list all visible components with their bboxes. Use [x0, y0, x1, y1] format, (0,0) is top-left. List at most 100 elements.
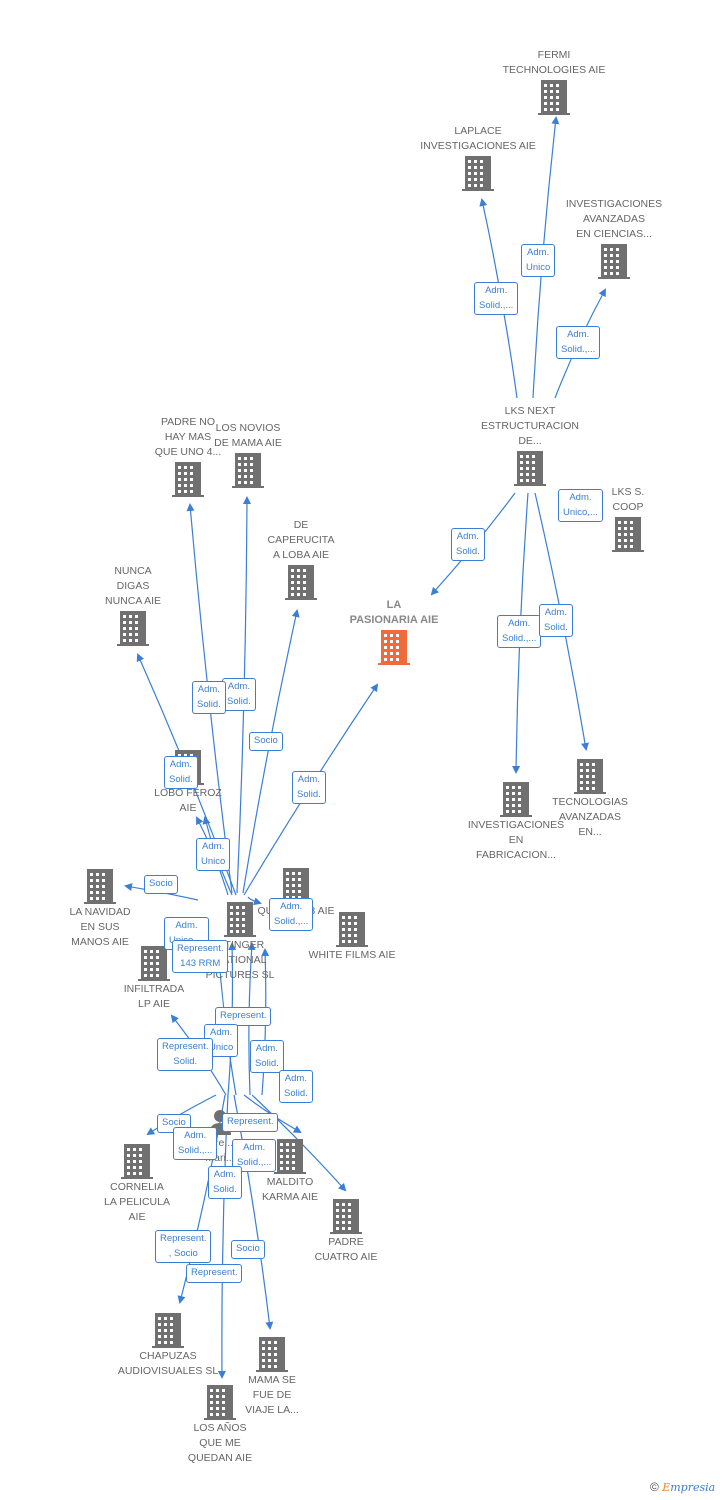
relation-label[interactable]: Represent.Solid.	[157, 1038, 214, 1071]
relation-label-line: Adm.	[485, 285, 508, 296]
node-label-line: INVESTIGACIONES AIE	[420, 140, 536, 152]
relation-label-line: Adm.	[243, 1142, 266, 1153]
relation-label-line: Unico,...	[563, 506, 598, 518]
relation-label-line: , Socio	[168, 1247, 198, 1259]
building-icon	[220, 1137, 360, 1175]
node-label-line: LA NAVIDAD	[69, 906, 131, 918]
relation-label[interactable]: Represent., Socio	[155, 1230, 212, 1263]
relation-label[interactable]: Adm.Solid.,...	[497, 615, 542, 648]
building-icon	[446, 780, 586, 818]
company-node-white[interactable]: WHITE FILMS AIE	[282, 910, 422, 963]
building-icon	[98, 1311, 238, 1349]
relation-label-line: Adm.	[280, 901, 303, 912]
relation-label-line: Adm.	[184, 1130, 207, 1141]
relation-label[interactable]: Adm.Solid.,...	[173, 1127, 218, 1160]
relation-label[interactable]: Adm.Solid.	[164, 756, 198, 789]
relation-label-line: Socio	[236, 1243, 260, 1254]
relation-label[interactable]: Adm.Solid.	[222, 678, 256, 711]
node-label-line: LOS AÑOS	[193, 1422, 247, 1434]
node-label-line: KARMA AIE	[261, 1191, 319, 1203]
relation-label[interactable]: Adm.Solid.	[208, 1166, 242, 1199]
building-icon	[178, 451, 318, 489]
building-icon	[30, 867, 170, 905]
footer-brand: © Empresia	[650, 1480, 715, 1494]
relation-label-line: Solid.,...	[479, 299, 514, 311]
node-label-line: DE	[293, 519, 309, 531]
node-label-line: DE MAMA AIE	[214, 437, 282, 449]
relation-label[interactable]: Adm.Solid.,...	[269, 898, 314, 931]
node-label-line: LOS NOVIOS	[215, 422, 281, 434]
node-label-line: FUE DE	[252, 1389, 292, 1401]
node-label-line: AIE	[128, 1211, 146, 1223]
node-label-line: PADRE	[328, 1236, 364, 1248]
relation-label-line: Adm.	[175, 920, 198, 931]
node-label-line: CORNELIA	[110, 1181, 164, 1193]
company-node-maldito[interactable]: MALDITO KARMA AIE	[220, 1137, 360, 1205]
relation-label[interactable]: Represent.	[186, 1264, 243, 1283]
node-label-line: LOBO FEROZ	[154, 787, 222, 799]
relation-label[interactable]: Adm.Solid.	[451, 528, 485, 561]
relation-label[interactable]: Socio	[144, 875, 178, 894]
company-node-novios[interactable]: LOS NOVIOS DE MAMA AIE	[178, 421, 318, 489]
node-label-line: LKS NEXT	[504, 405, 556, 417]
relation-label-line: Unico	[526, 261, 551, 273]
node-label-line: AUDIOVISUALES SL	[117, 1365, 219, 1377]
relation-label-line: Solid.	[255, 1057, 279, 1069]
relation-label[interactable]: Adm.Solid.	[279, 1070, 313, 1103]
relation-label[interactable]: Adm.Solid.	[539, 604, 573, 637]
relation-label[interactable]: Adm.Unico	[521, 244, 556, 277]
node-label-line: INVESTIGACIONES	[565, 198, 663, 210]
relation-label[interactable]: Adm.Solid.,...	[556, 326, 601, 359]
building-icon	[231, 563, 371, 601]
relation-label[interactable]: Socio	[231, 1240, 265, 1259]
company-node-lks[interactable]: LKS S.COOP	[558, 485, 698, 553]
building-icon	[170, 900, 310, 938]
relation-label-line: Adm.	[227, 681, 250, 692]
node-label-line: LP AIE	[138, 998, 170, 1010]
relation-label-line: Adm.	[544, 607, 567, 618]
relation-edge	[242, 609, 300, 894]
relation-label-line: Socio	[254, 735, 278, 746]
relation-label[interactable]: Represent.	[215, 1007, 272, 1026]
relation-label-line: Solid.,...	[502, 632, 537, 644]
relation-label[interactable]: Represent.143 RRM	[172, 940, 229, 973]
node-label-line: ESTRUCTURACION	[480, 420, 579, 432]
relation-label[interactable]: Adm.Unico,...	[558, 489, 603, 522]
relation-label[interactable]: Adm.Solid.	[250, 1040, 284, 1073]
relation-label[interactable]: Adm.Unico	[196, 838, 231, 871]
node-label: WHITE FILMS AIE	[282, 948, 422, 963]
relation-label-line: Solid.	[197, 698, 221, 710]
node-label-line: TECNOLOGIAS	[552, 796, 628, 808]
node-label-line: MALDITO	[266, 1176, 314, 1188]
relation-label-line: 143 RRM	[180, 957, 221, 969]
building-icon	[544, 242, 684, 280]
relation-label[interactable]: Represent.	[222, 1113, 279, 1132]
relation-label[interactable]: Adm.Solid.	[292, 771, 326, 804]
relation-label[interactable]: Adm.Solid.,...	[232, 1139, 277, 1172]
relation-label[interactable]: Adm. Solid.,...	[474, 282, 519, 315]
relation-label[interactable]: Socio	[249, 732, 283, 751]
node-label-line: EN SUS	[80, 921, 120, 933]
relation-label[interactable]: Adm.Solid.	[192, 681, 226, 714]
